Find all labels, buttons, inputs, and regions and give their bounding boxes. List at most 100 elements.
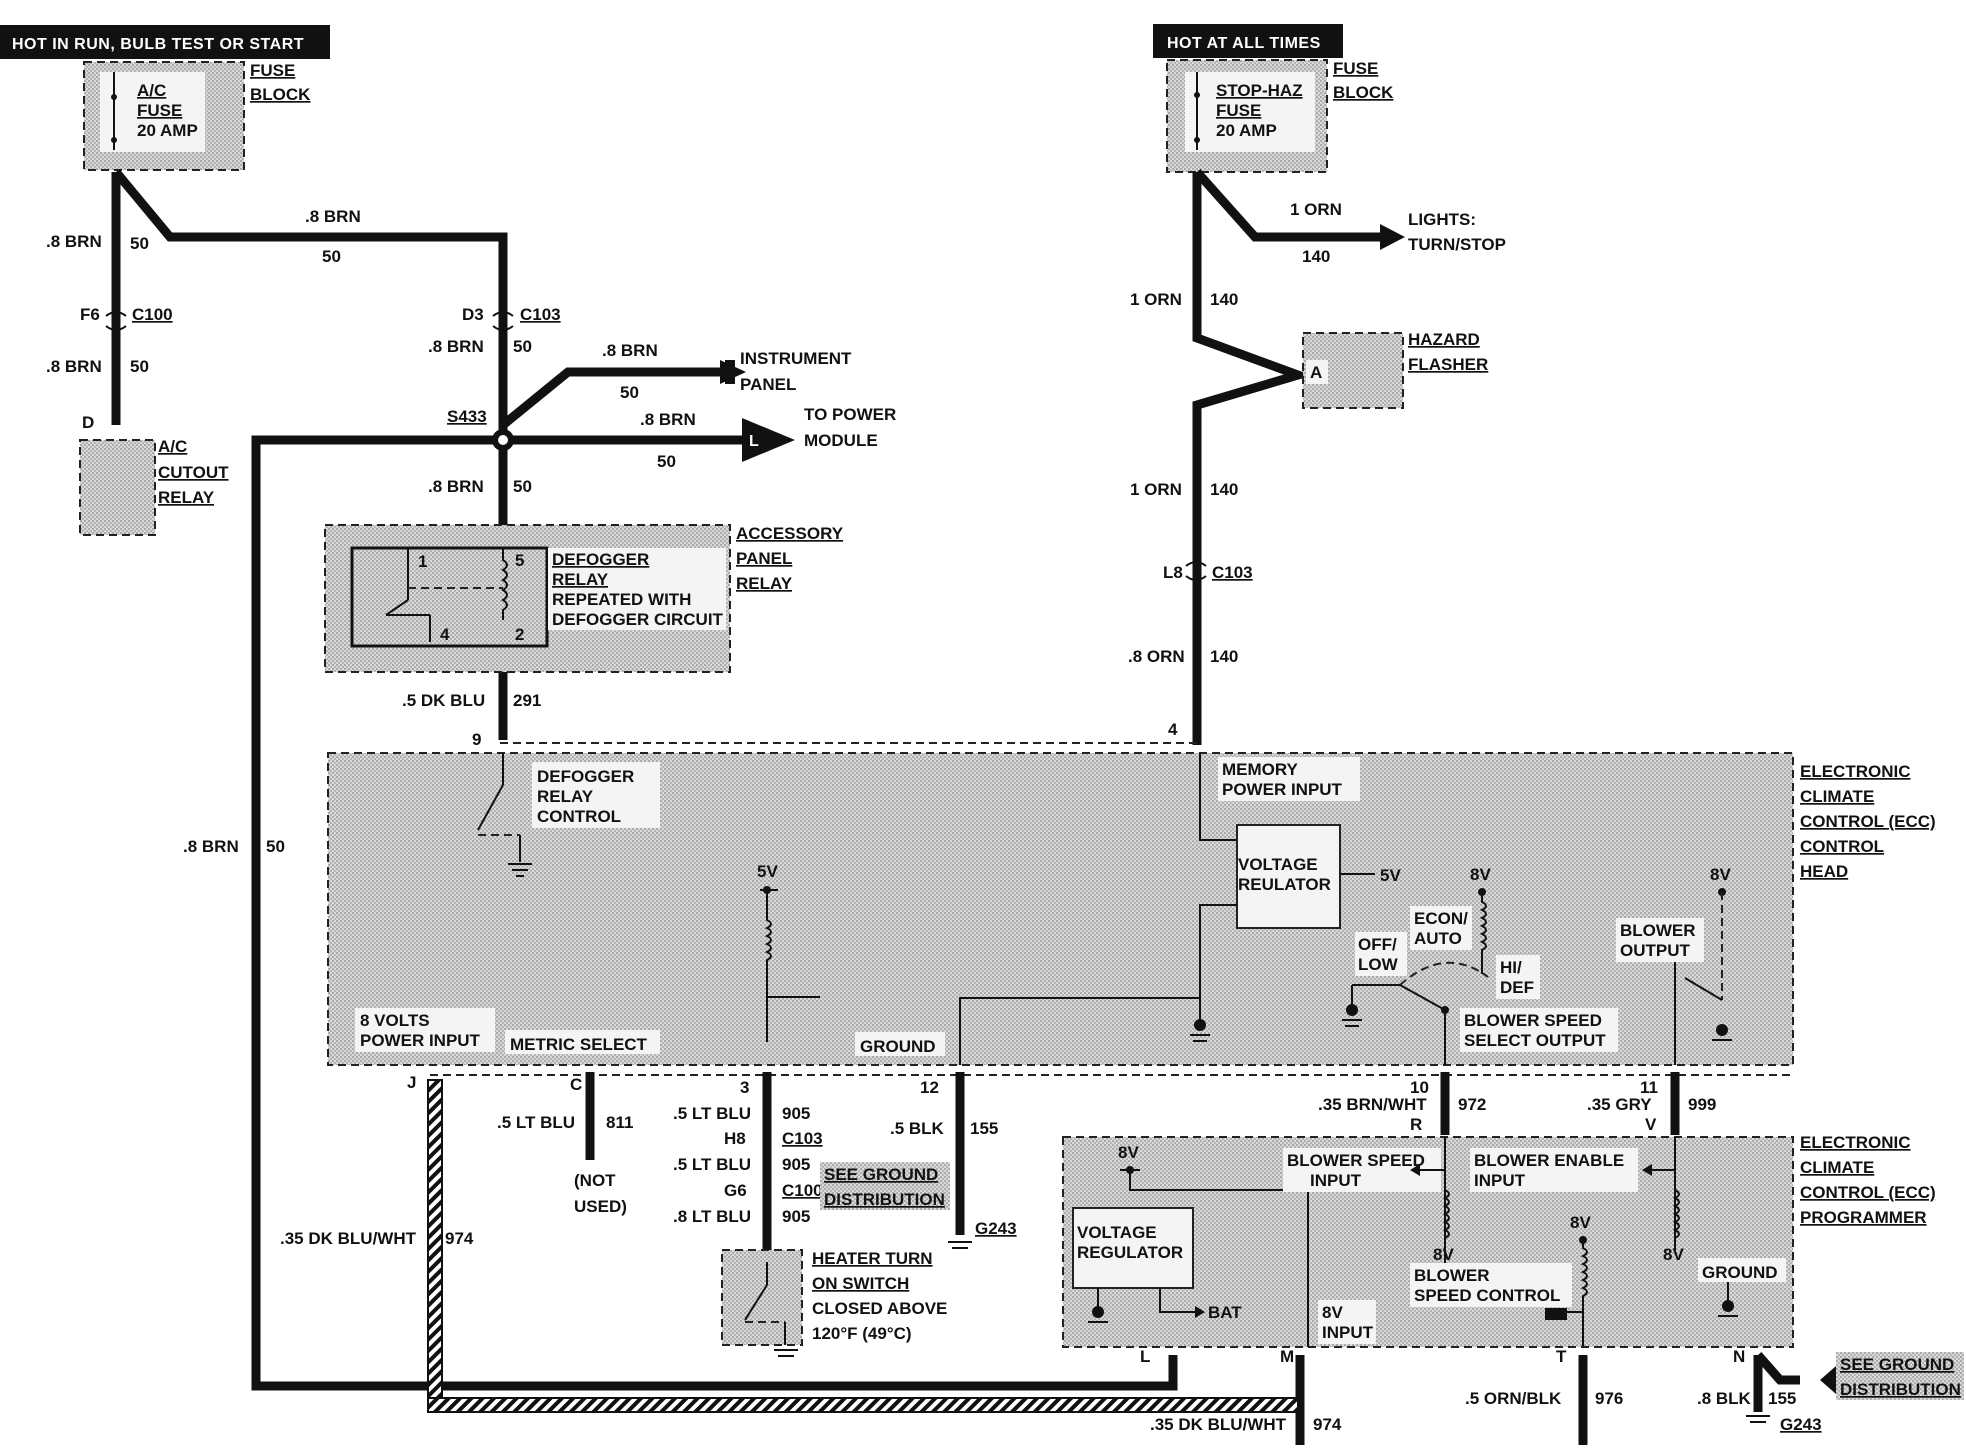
svg-text:ECON/: ECON/ (1414, 909, 1468, 928)
svg-text:4: 4 (440, 625, 450, 644)
svg-text:CUTOUT: CUTOUT (158, 463, 229, 482)
svg-text:M: M (1280, 1347, 1294, 1366)
svg-text:.8 BRN: .8 BRN (183, 837, 239, 856)
svg-text:.35 DK BLU/WHT: .35 DK BLU/WHT (280, 1229, 417, 1248)
svg-text:BAT: BAT (1208, 1303, 1242, 1322)
svg-text:974: 974 (445, 1229, 474, 1248)
svg-text:50: 50 (620, 383, 639, 402)
svg-text:DEF: DEF (1500, 978, 1534, 997)
svg-text:GROUND: GROUND (860, 1037, 936, 1056)
svg-text:8V: 8V (1118, 1143, 1139, 1162)
svg-text:.8 LT BLU: .8 LT BLU (673, 1207, 751, 1226)
svg-text:BLOCK: BLOCK (250, 85, 311, 104)
svg-text:FUSE: FUSE (1333, 59, 1378, 78)
svg-text:3: 3 (740, 1078, 749, 1097)
svg-text:20 AMP: 20 AMP (1216, 121, 1277, 140)
svg-text:PANEL: PANEL (740, 375, 796, 394)
ecc-control-head: DEFOGGER RELAY CONTROL MEMORY POWER INPU… (327, 742, 1936, 1066)
svg-text:.8 BRN: .8 BRN (305, 207, 361, 226)
svg-text:9: 9 (472, 730, 481, 749)
svg-text:A/C: A/C (158, 437, 187, 456)
svg-text:SELECT OUTPUT: SELECT OUTPUT (1464, 1031, 1606, 1050)
svg-text:8V: 8V (1663, 1245, 1684, 1264)
svg-text:5V: 5V (1380, 866, 1401, 885)
svg-text:.8 BRN: .8 BRN (46, 232, 102, 251)
svg-text:905: 905 (782, 1104, 810, 1123)
svg-text:140: 140 (1302, 247, 1330, 266)
svg-text:AUTO: AUTO (1414, 929, 1462, 948)
svg-text:140: 140 (1210, 480, 1238, 499)
svg-text:POWER INPUT: POWER INPUT (360, 1031, 481, 1050)
svg-text:140: 140 (1210, 290, 1238, 309)
svg-text:H8: H8 (724, 1129, 746, 1148)
svg-text:8V: 8V (1570, 1213, 1591, 1232)
svg-text:REULATOR: REULATOR (1238, 875, 1331, 894)
svg-text:.35 BRN/WHT: .35 BRN/WHT (1318, 1095, 1427, 1114)
svg-text:.8 ORN: .8 ORN (1128, 647, 1185, 666)
ground-symbols (774, 1241, 1770, 1423)
svg-text:MEMORY: MEMORY (1222, 760, 1299, 779)
svg-text:A: A (1310, 363, 1322, 382)
left-wiring (111, 169, 1178, 1391)
svg-text:MODULE: MODULE (804, 431, 878, 450)
svg-text:C100: C100 (132, 305, 173, 324)
svg-text:S433: S433 (447, 407, 487, 426)
svg-text:G243: G243 (1780, 1415, 1822, 1434)
svg-text:N: N (1733, 1347, 1745, 1366)
svg-text:OUTPUT: OUTPUT (1620, 941, 1691, 960)
svg-text:1 ORN: 1 ORN (1130, 290, 1182, 309)
svg-text:.8 BRN: .8 BRN (428, 337, 484, 356)
svg-text:.35 DK BLU/WHT: .35 DK BLU/WHT (1150, 1415, 1287, 1434)
svg-text:1 ORN: 1 ORN (1130, 480, 1182, 499)
svg-text:1: 1 (418, 552, 427, 571)
svg-text:20 AMP: 20 AMP (137, 121, 198, 140)
svg-text:RELAY: RELAY (736, 574, 793, 593)
svg-text:C: C (570, 1075, 582, 1094)
svg-text:POWER INPUT: POWER INPUT (1222, 780, 1343, 799)
svg-text:PANEL: PANEL (736, 549, 792, 568)
svg-text:155: 155 (1768, 1389, 1796, 1408)
svg-text:TO POWER: TO POWER (804, 405, 896, 424)
svg-text:RELAY: RELAY (158, 488, 215, 507)
svg-text:50: 50 (513, 337, 532, 356)
svg-text:REPEATED WITH: REPEATED WITH (552, 590, 691, 609)
svg-text:RELAY: RELAY (537, 787, 594, 806)
svg-text:CONTROL: CONTROL (537, 807, 621, 826)
svg-text:.5 DK BLU: .5 DK BLU (402, 691, 485, 710)
svg-text:120°F (49°C): 120°F (49°C) (812, 1324, 912, 1343)
svg-text:50: 50 (266, 837, 285, 856)
svg-text:BLOCK: BLOCK (1333, 83, 1394, 102)
ecc-programmer: 8V VOLTAGE REGULATOR BAT BLOWER SPEED IN… (1062, 1133, 1936, 1348)
svg-text:DISTRIBUTION: DISTRIBUTION (1840, 1380, 1961, 1399)
stop-haz-fuse: STOP-HAZ FUSE 20 AMP FUSE BLOCK (1166, 59, 1394, 173)
svg-text:140: 140 (1210, 647, 1238, 666)
ac-fuse: A/C FUSE 20 AMP FUSE BLOCK (83, 61, 311, 171)
svg-text:(NOT: (NOT (574, 1171, 616, 1190)
svg-text:FUSE: FUSE (250, 61, 295, 80)
svg-text:HEAD: HEAD (1800, 862, 1848, 881)
svg-text:HEATER TURN: HEATER TURN (812, 1249, 933, 1268)
svg-text:.35 GRY: .35 GRY (1587, 1095, 1652, 1114)
svg-text:LOW: LOW (1358, 955, 1399, 974)
svg-text:HOT AT ALL TIMES: HOT AT ALL TIMES (1167, 35, 1321, 52)
svg-text:SEE GROUND: SEE GROUND (1840, 1355, 1954, 1374)
svg-text:.8 BRN: .8 BRN (428, 477, 484, 496)
svg-text:DEFOGGER: DEFOGGER (537, 767, 634, 786)
svg-text:50: 50 (130, 357, 149, 376)
svg-text:C100: C100 (782, 1181, 823, 1200)
svg-text:.5 ORN/BLK: .5 ORN/BLK (1465, 1389, 1562, 1408)
svg-text:CONTROL (ECC): CONTROL (ECC) (1800, 812, 1936, 831)
svg-text:291: 291 (513, 691, 541, 710)
svg-text:VOLTAGE: VOLTAGE (1077, 1223, 1157, 1242)
svg-text:ON SWITCH: ON SWITCH (812, 1274, 909, 1293)
svg-text:.8 BRN: .8 BRN (46, 357, 102, 376)
svg-text:HOT IN RUN, BULB TEST OR START: HOT IN RUN, BULB TEST OR START (12, 36, 304, 53)
see-ground-left: SEE GROUND DISTRIBUTION (820, 1162, 950, 1210)
svg-text:8V: 8V (1433, 1245, 1454, 1264)
svg-text:J: J (407, 1073, 416, 1092)
svg-text:8V: 8V (1322, 1303, 1343, 1322)
svg-text:CLIMATE: CLIMATE (1800, 1158, 1874, 1177)
svg-text:CONTROL: CONTROL (1800, 837, 1884, 856)
svg-text:5: 5 (515, 551, 524, 570)
svg-text:12: 12 (920, 1078, 939, 1097)
